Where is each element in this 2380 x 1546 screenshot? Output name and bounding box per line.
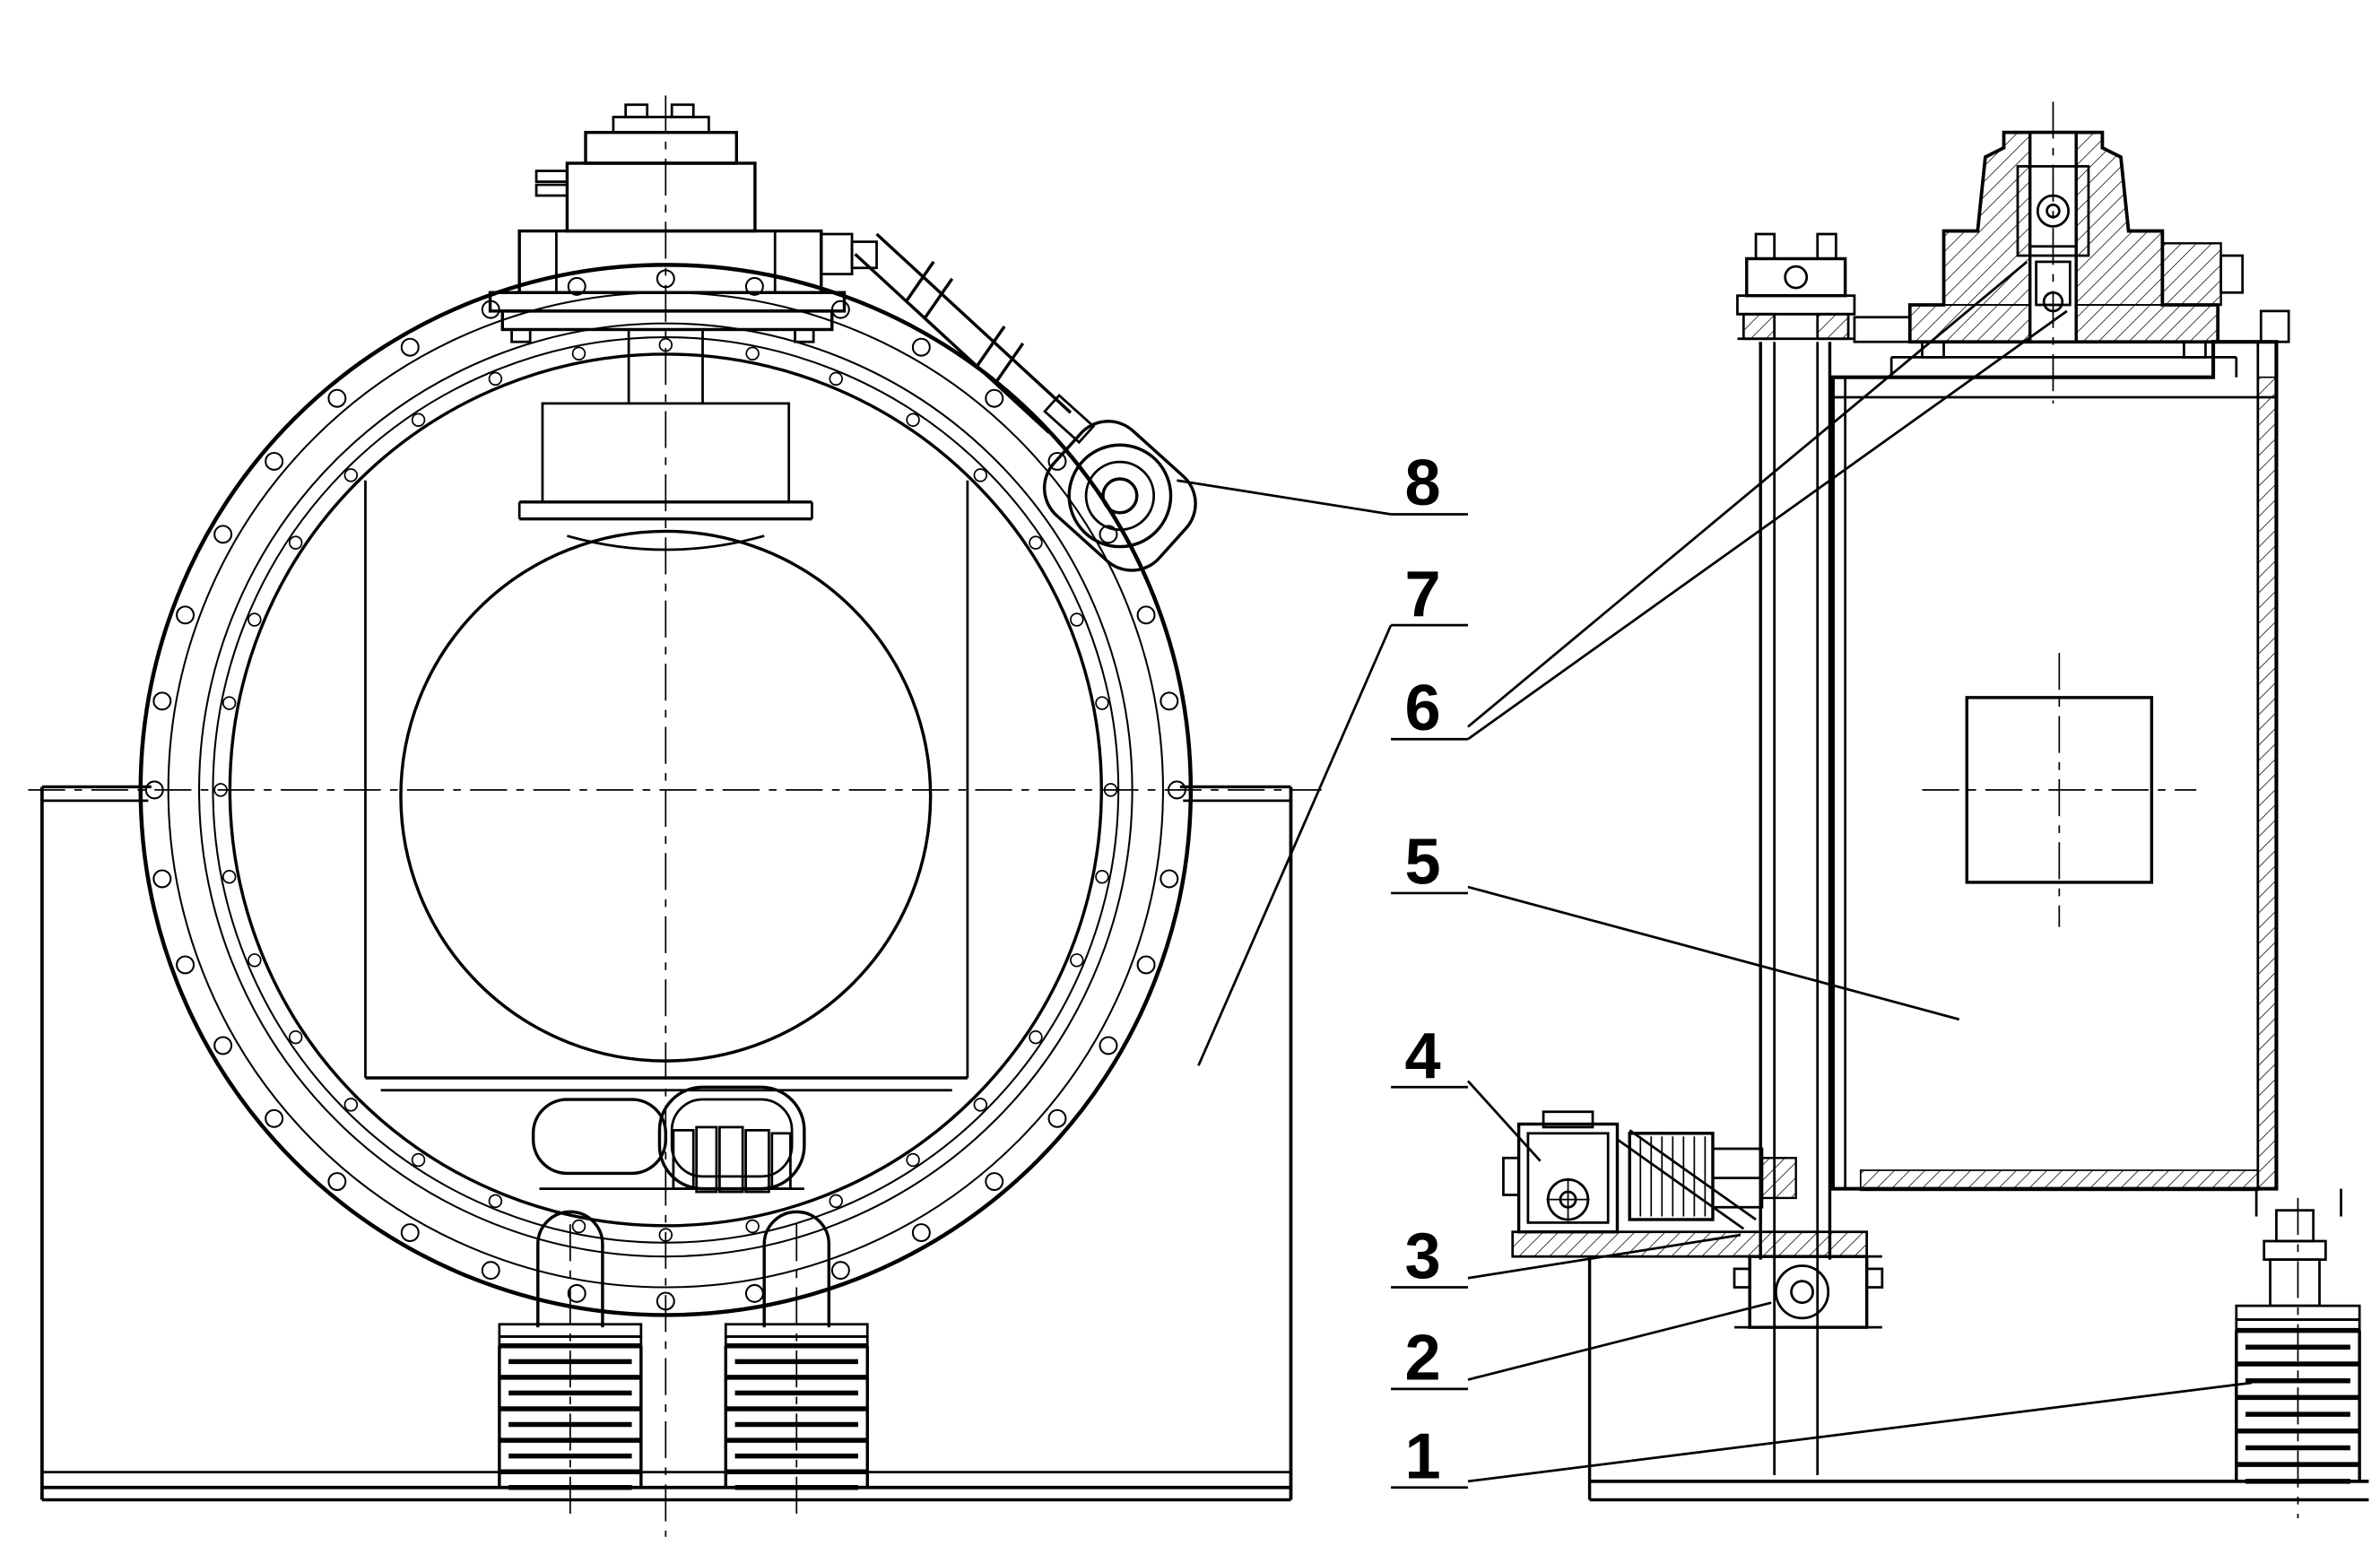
drive-assembly xyxy=(1502,1110,1869,1258)
leader-line-2 xyxy=(1467,1301,1772,1381)
callout-label-8: 8 xyxy=(1405,447,1441,519)
base-ground xyxy=(1587,1256,2369,1502)
actuator-side xyxy=(1889,101,2245,404)
callout-label-2: 2 xyxy=(1405,1323,1441,1394)
callout-7: 7 xyxy=(1197,559,1468,1066)
front-centerlines xyxy=(28,95,1322,1537)
actuator-front xyxy=(488,103,878,343)
body-section xyxy=(1830,309,2290,1192)
leader-line-6b xyxy=(1467,309,2068,741)
spring-left xyxy=(498,1343,643,1490)
leader-line-8 xyxy=(1177,479,1392,516)
leader-line-4 xyxy=(1466,1080,1542,1162)
bottom-mechanism xyxy=(531,1085,806,1194)
callout-8: 8 xyxy=(1177,447,1468,519)
column-top-flange xyxy=(1736,232,1856,341)
callout-1: 1 xyxy=(1391,1381,2253,1492)
callout-5: 5 xyxy=(1391,827,1960,1021)
bypass-pipe xyxy=(854,232,1197,572)
callout-label-5: 5 xyxy=(1405,827,1441,899)
base-bearing xyxy=(1733,1255,1884,1329)
support-right xyxy=(724,1210,869,1519)
callouts: 8 7 6 5 4 xyxy=(1177,260,2253,1492)
callout-label-3: 3 xyxy=(1405,1220,1441,1292)
callout-label-7: 7 xyxy=(1405,559,1441,630)
right-support xyxy=(2235,1188,2361,1519)
callout-label-6: 6 xyxy=(1405,673,1441,744)
leader-line-3 xyxy=(1467,1233,1742,1280)
callout-4: 4 xyxy=(1391,1021,1542,1162)
callout-label-1: 1 xyxy=(1405,1420,1441,1492)
callout-2: 2 xyxy=(1391,1301,1772,1394)
callout-6: 6 xyxy=(1391,260,2068,744)
side-view xyxy=(1502,101,2369,1519)
leader-line-1 xyxy=(1467,1381,2253,1483)
callout-3: 3 xyxy=(1391,1220,1742,1292)
leader-line-6a xyxy=(1467,260,2028,728)
leader-line-7 xyxy=(1197,624,1393,1066)
leader-line-5 xyxy=(1467,885,1960,1021)
front-view xyxy=(28,95,1322,1537)
callout-label-4: 4 xyxy=(1405,1021,1441,1092)
column xyxy=(1736,232,1912,1476)
pipe-end-fitting xyxy=(1042,393,1197,572)
support-left xyxy=(498,1210,643,1519)
